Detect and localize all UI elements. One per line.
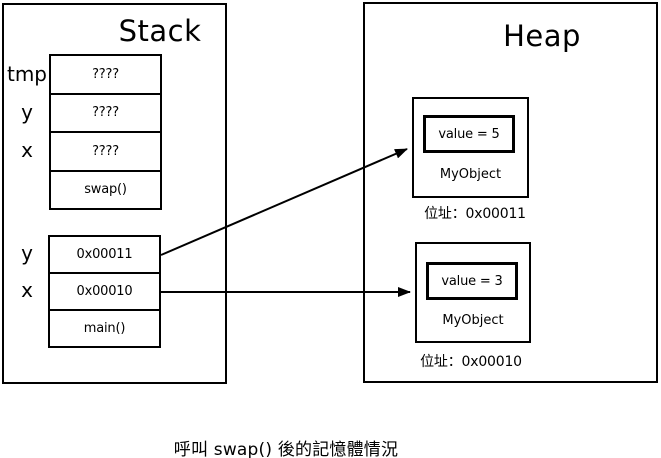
value-text-2: value = 3 xyxy=(441,273,503,289)
var-label-tmp-swap: tmp xyxy=(6,62,48,86)
stack-cell-y-main: 0x00011 xyxy=(50,237,159,272)
stack-title: Stack xyxy=(118,14,202,48)
stack-frame-main: 0x00011 0x00010 main() xyxy=(48,235,161,348)
var-label-x-swap: x xyxy=(21,138,33,162)
caption: 呼叫 swap() 後的記憶體情況 xyxy=(173,440,399,458)
var-label-x-main: x xyxy=(21,278,33,302)
stack-cell-x-main: 0x00010 xyxy=(50,272,159,309)
value-box-2: value = 3 xyxy=(426,262,518,300)
address-label-1: 位址：0x00011 xyxy=(424,206,526,222)
stack-cell-x-main-value: 0x00010 xyxy=(76,284,133,299)
var-label-y-main: y xyxy=(21,241,33,265)
stack-cell-tmp-value: ???? xyxy=(92,66,119,82)
object-type-1: MyObject xyxy=(439,167,502,182)
function-cell-swap: swap() xyxy=(51,169,160,209)
heap-object-2: value = 3 MyObject xyxy=(415,242,531,343)
heap-title: Heap xyxy=(503,19,581,53)
stack-cell-x-swap-value: ???? xyxy=(92,143,119,159)
stack-cell-tmp: ???? xyxy=(51,56,160,93)
stack-frame-swap: ???? ???? ???? swap() xyxy=(49,54,162,210)
address-label-2: 位址：0x00010 xyxy=(420,354,522,370)
stack-cell-y-swap-value: ???? xyxy=(92,105,119,121)
function-cell-main: main() xyxy=(50,309,159,346)
stack-cell-x-swap: ???? xyxy=(51,131,160,170)
function-cell-swap-label: swap() xyxy=(84,182,127,198)
heap-object-1: value = 5 MyObject xyxy=(412,97,529,198)
stack-cell-y-swap: ???? xyxy=(51,92,160,132)
function-cell-main-label: main() xyxy=(83,321,126,336)
stack-cell-y-main-value: 0x00011 xyxy=(76,247,133,262)
var-label-y-swap: y xyxy=(21,100,33,124)
object-type-2: MyObject xyxy=(442,313,504,328)
value-text-1: value = 5 xyxy=(438,126,500,142)
value-box-1: value = 5 xyxy=(423,115,515,153)
